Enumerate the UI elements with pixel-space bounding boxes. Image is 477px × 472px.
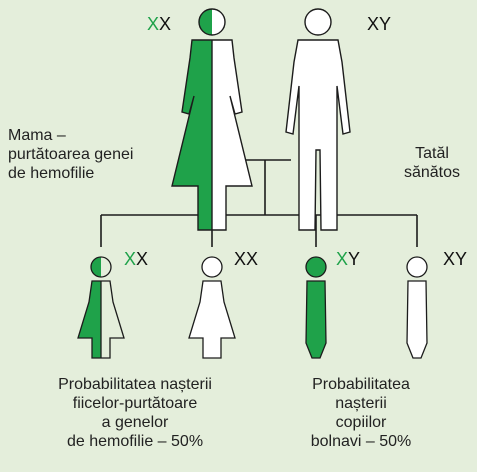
father-allele-1: X — [367, 14, 380, 34]
sons-caption-line-3: copiilor — [335, 414, 387, 431]
child-2-allele-2: X — [246, 249, 259, 269]
child-2-allele-1: X — [234, 249, 247, 269]
mother-description-line-1: Mama – — [8, 127, 66, 144]
sons-caption-line-4: bolnavi – 50% — [310, 433, 412, 450]
mother-figure — [171, 8, 253, 231]
father-genotype: XY — [367, 14, 391, 34]
child-3-genotype: XY — [336, 249, 360, 269]
mother-description: Mama – purtătoarea genei de hemofilie — [8, 126, 198, 183]
child-1-genotype: XX — [124, 249, 148, 269]
child-4-allele-1: X — [443, 249, 456, 269]
mother-genotype: XX — [147, 14, 171, 34]
child-3-allele-1: X — [336, 249, 349, 269]
child-4-allele-2: Y — [455, 249, 468, 269]
child-2-daughter-healthy — [188, 256, 236, 359]
child-4-genotype: XY — [443, 249, 467, 269]
daughters-caption-line-2: fiicelor-purtătoare — [72, 395, 198, 412]
mother-allele-2: X — [159, 14, 172, 34]
sons-caption-line-1: Probabilitatea — [312, 376, 410, 393]
daughters-probability-caption: Probabilitatea nașterii fiicelor-purtăto… — [30, 375, 240, 451]
child-4-son-healthy — [406, 256, 428, 359]
father-description-line-2: sănătos — [403, 164, 461, 181]
child-3-son-affected — [305, 256, 327, 359]
daughters-caption-line-3: a genelor — [101, 414, 169, 431]
sons-caption-line-2: nașterii — [335, 395, 387, 412]
mother-description-line-3: de hemofilie — [8, 165, 95, 182]
mother-allele-1: X — [147, 14, 160, 34]
pedigree-connectors — [100, 159, 418, 247]
child-1-allele-2: X — [136, 249, 149, 269]
father-description: Tatăl sănătos — [392, 144, 472, 182]
child-1-daughter-carrier — [77, 256, 125, 359]
child-3-allele-2: Y — [348, 249, 361, 269]
child-1-allele-1: X — [124, 249, 137, 269]
father-description-line-1: Tatăl — [415, 145, 449, 162]
daughters-caption-line-4: de hemofilie – 50% — [66, 433, 204, 450]
daughters-caption-line-1: Probabilitatea nașterii — [58, 376, 212, 393]
father-allele-2: Y — [379, 14, 392, 34]
child-2-genotype: XX — [234, 249, 258, 269]
sons-probability-caption: Probabilitatea nașterii copiilor bolnavi… — [286, 375, 436, 451]
mother-description-line-2: purtătoarea genei — [8, 146, 134, 163]
father-figure — [285, 8, 351, 231]
